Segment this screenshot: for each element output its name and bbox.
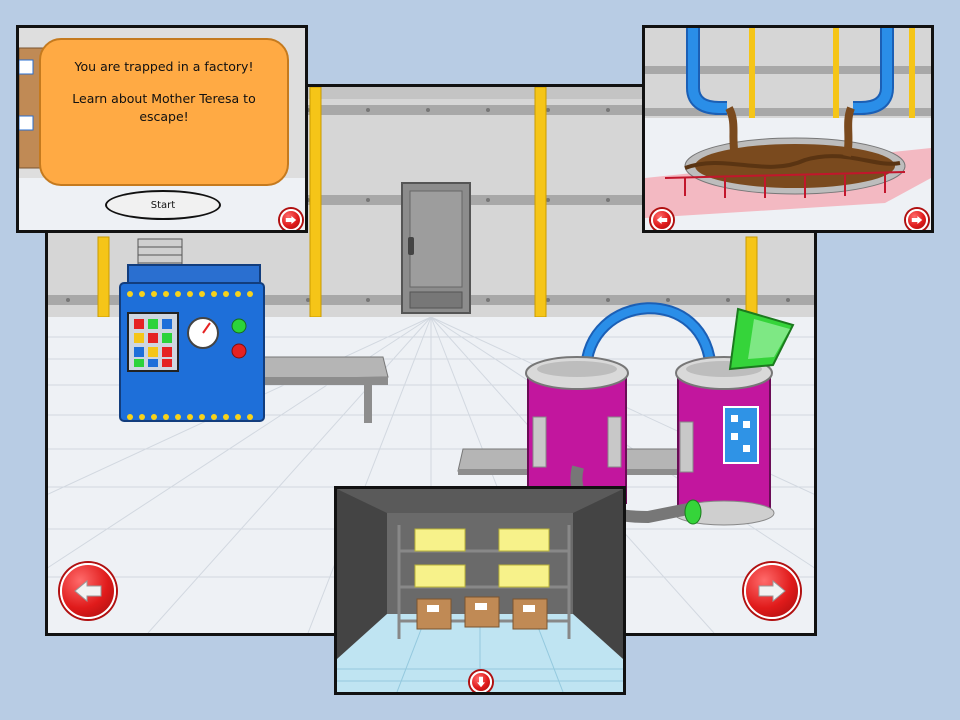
chocolate-right-button[interactable] (906, 209, 928, 230)
cardboard-box (512, 598, 548, 630)
intro-line-2: Learn about Mother Teresa to escape! (72, 91, 256, 124)
arrow-right-icon (911, 216, 923, 224)
cardboard-box (416, 598, 452, 630)
intro-dialog: You are trapped in a factory! Learn abou… (39, 38, 289, 186)
chocolate-stream (725, 106, 739, 157)
butter-block (498, 564, 550, 588)
blue-machine (119, 238, 265, 422)
intro-scene: You are trapped in a factory! Learn abou… (16, 25, 308, 233)
arrow-down-icon (477, 676, 485, 688)
chocolate-left-button[interactable] (651, 209, 673, 230)
blue-pipe-left (686, 28, 727, 115)
left-arrow-button[interactable] (60, 563, 116, 619)
red-light (231, 343, 247, 359)
butter-block (414, 528, 466, 552)
cardboard-box (464, 596, 500, 628)
fridge-down-button[interactable] (470, 671, 492, 692)
tank-window (723, 406, 759, 464)
fridge-scene (334, 486, 626, 695)
fridge-right-wall (573, 489, 623, 659)
yellow-pillar (97, 236, 110, 318)
intro-next-button[interactable] (280, 209, 302, 230)
arrow-right-icon (285, 216, 297, 224)
wall-rail-top (48, 105, 814, 115)
magenta-tank-right (673, 356, 775, 526)
fridge-left-wall (337, 489, 387, 659)
butter-block (414, 564, 466, 588)
arrow-left-icon (656, 216, 668, 224)
arrow-right-icon (758, 579, 786, 603)
right-arrow-button[interactable] (744, 563, 800, 619)
start-button[interactable]: Start (105, 190, 221, 220)
yellow-pillar (745, 236, 758, 318)
green-light (231, 318, 247, 334)
butter-block (498, 528, 550, 552)
yellow-pillar (534, 87, 547, 318)
blue-pipe-right (853, 28, 894, 115)
intro-line-1: You are trapped in a factory! (74, 59, 254, 74)
door-handle (408, 237, 414, 255)
pool-railing (664, 171, 906, 198)
chocolate-pool-scene (642, 25, 934, 233)
chocolate-stream (843, 106, 855, 157)
arrow-left-icon (74, 579, 102, 603)
yellow-pillar (309, 87, 322, 318)
